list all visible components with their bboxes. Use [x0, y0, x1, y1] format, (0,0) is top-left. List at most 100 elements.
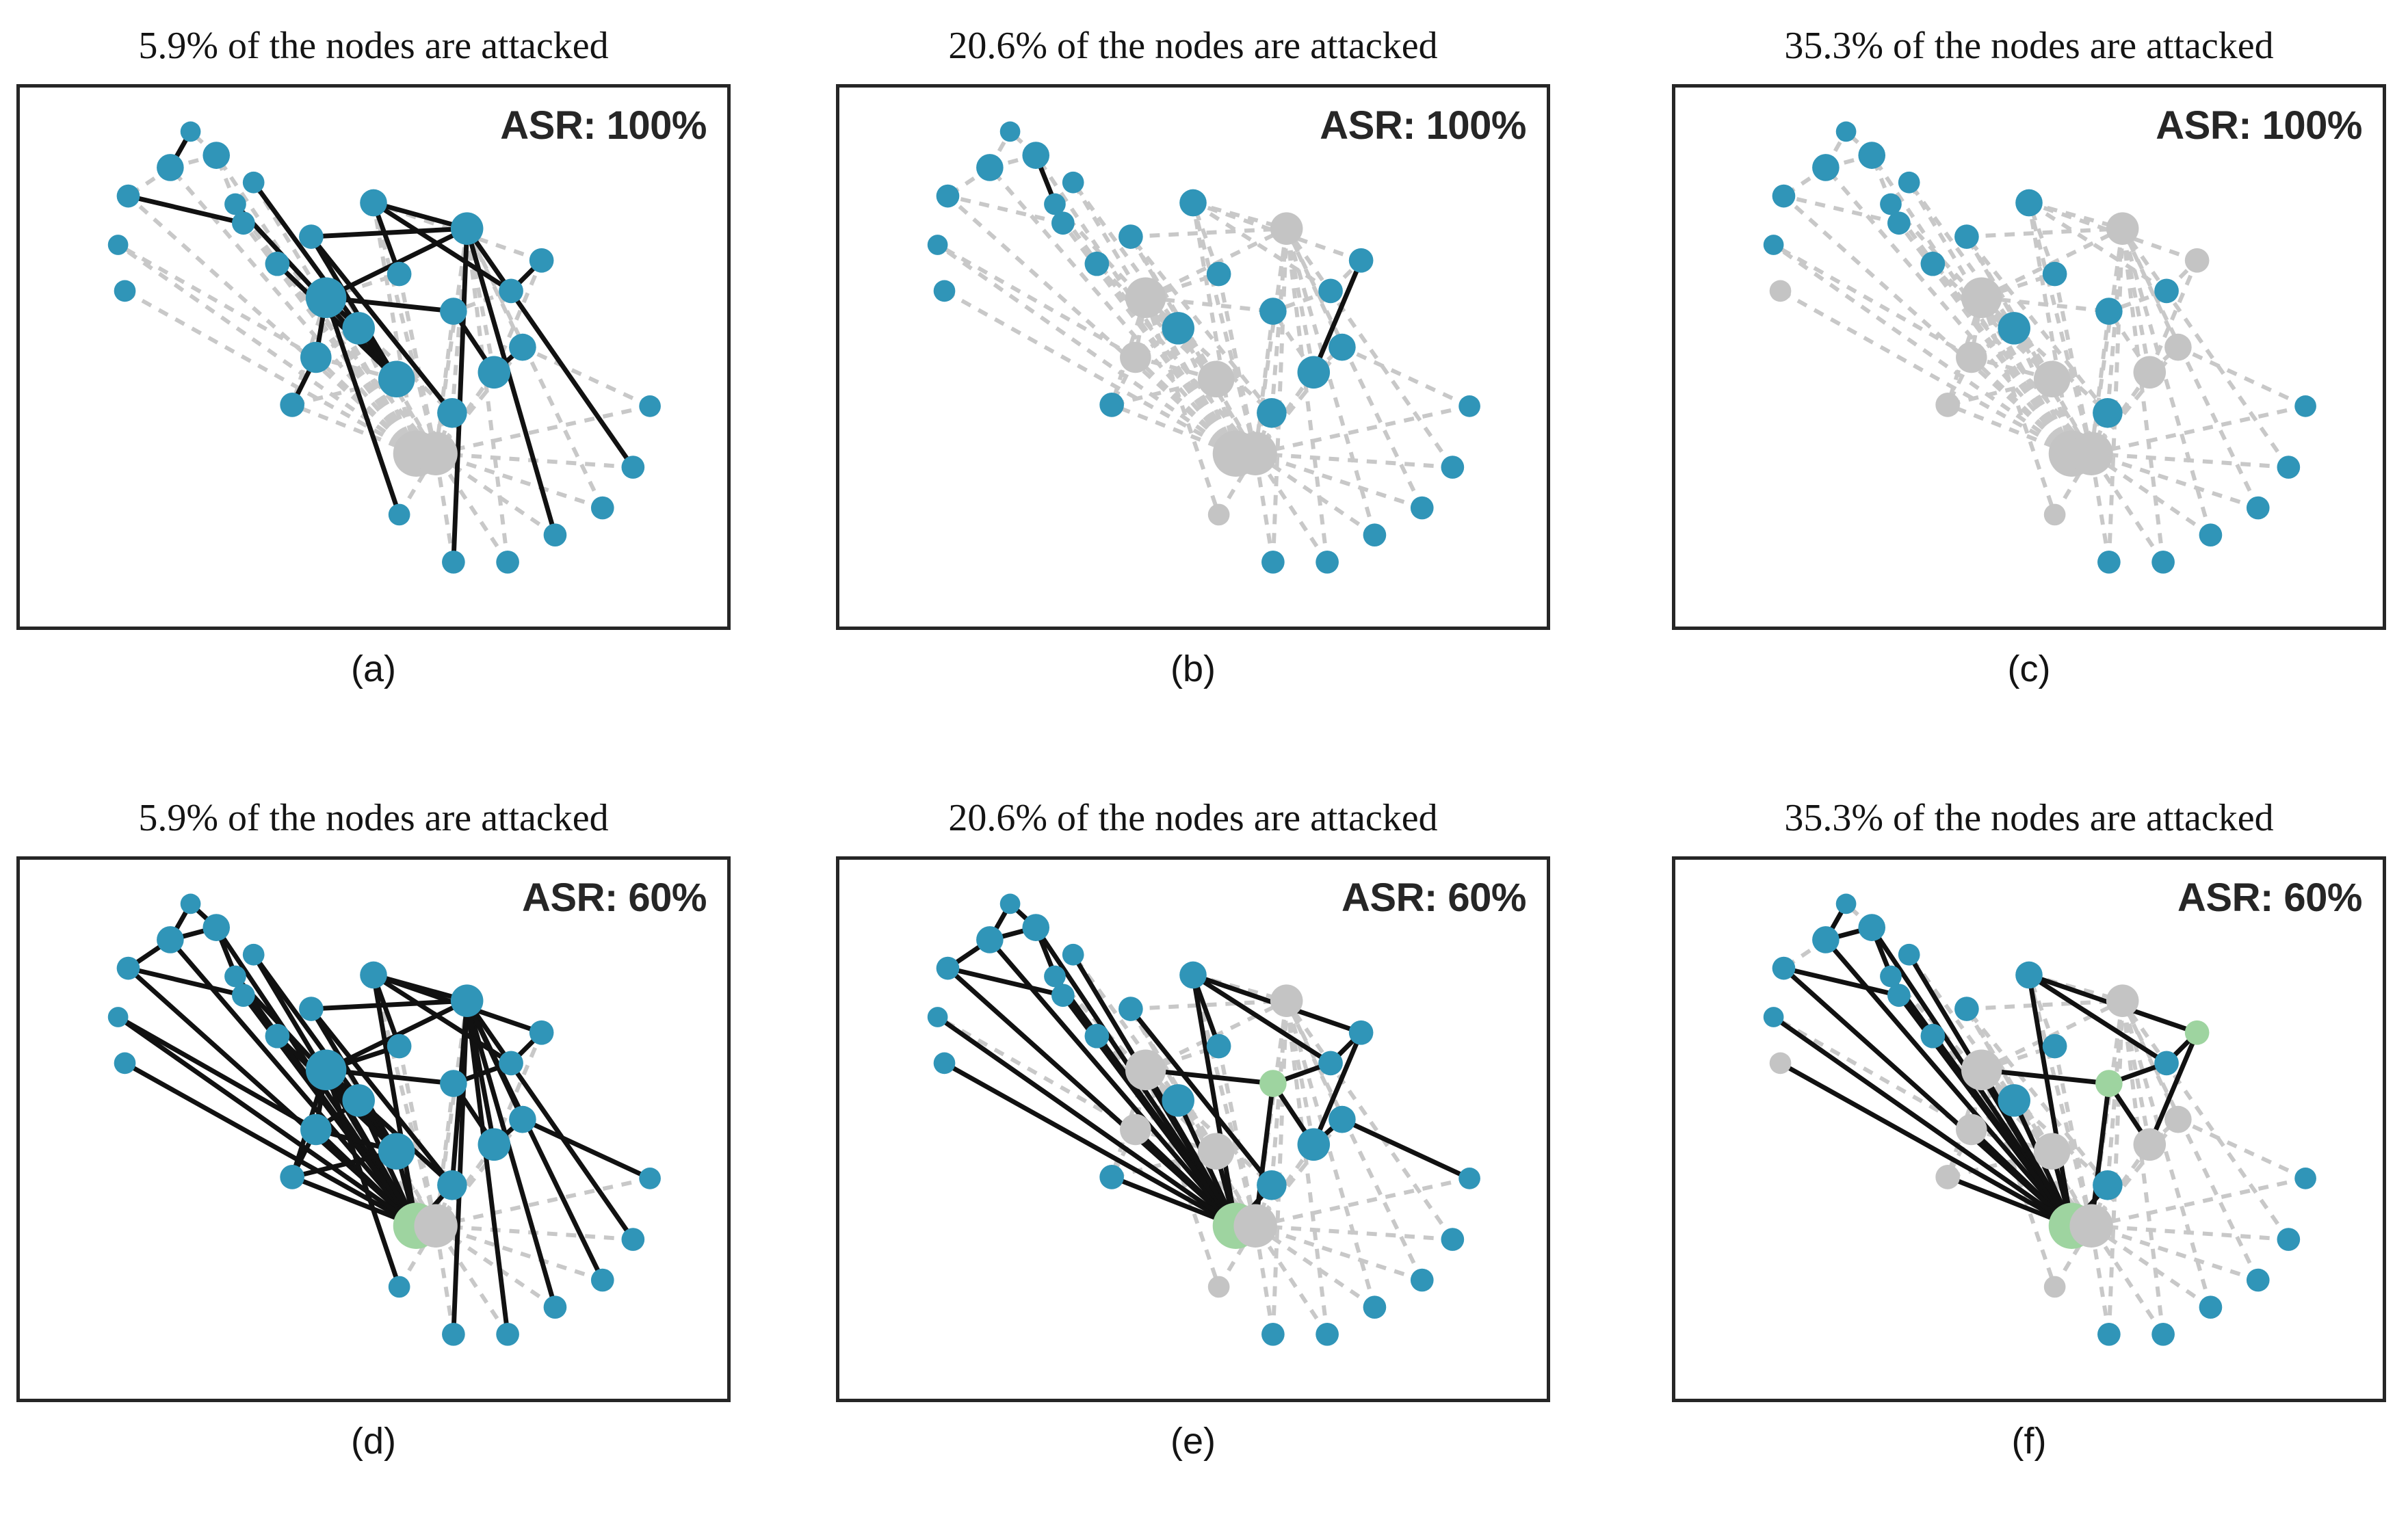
node-normal[interactable] — [2093, 397, 2123, 428]
node-normal[interactable] — [529, 1020, 554, 1045]
node-normal[interactable] — [1118, 997, 1143, 1021]
node-normal[interactable] — [477, 356, 511, 389]
node-normal[interactable] — [1858, 142, 1886, 169]
node-normal[interactable] — [927, 235, 948, 255]
node-normal[interactable] — [1835, 893, 1857, 914]
node-normal[interactable] — [1051, 984, 1075, 1007]
node-normal[interactable] — [114, 1052, 136, 1075]
node-normal[interactable] — [1458, 395, 1480, 417]
node-normal[interactable] — [477, 1128, 511, 1161]
node-normal[interactable] — [107, 235, 129, 255]
node-attacked[interactable] — [1125, 1049, 1166, 1091]
node-normal[interactable] — [202, 914, 231, 941]
node-normal[interactable] — [305, 277, 347, 319]
node-attacked[interactable] — [2069, 1204, 2113, 1248]
node-normal[interactable] — [440, 298, 467, 325]
node-normal[interactable] — [280, 393, 304, 417]
node-normal[interactable] — [496, 550, 519, 574]
node-normal[interactable] — [1998, 312, 2030, 345]
node-normal[interactable] — [1044, 193, 1066, 215]
node-normal[interactable] — [543, 1295, 567, 1319]
node-normal[interactable] — [388, 503, 410, 526]
node-normal[interactable] — [1316, 1322, 1339, 1346]
node-normal[interactable] — [378, 360, 415, 397]
node-normal[interactable] — [450, 212, 484, 245]
node-attacked[interactable] — [1197, 1133, 1235, 1170]
node-normal[interactable] — [499, 278, 523, 304]
node-normal[interactable] — [496, 1322, 519, 1346]
node-normal[interactable] — [180, 121, 201, 142]
node-attacked[interactable] — [1270, 212, 1303, 245]
node-attacked[interactable] — [1956, 1114, 1987, 1146]
node-normal[interactable] — [1348, 1020, 1374, 1045]
node-normal[interactable] — [621, 456, 645, 479]
node-normal[interactable] — [976, 926, 1004, 953]
node-normal[interactable] — [1162, 1084, 1194, 1117]
node-normal[interactable] — [1880, 193, 1902, 215]
node-normal[interactable] — [1329, 333, 1356, 361]
node-normal[interactable] — [933, 280, 956, 302]
node-normal[interactable] — [305, 1049, 347, 1091]
node-normal[interactable] — [2199, 1295, 2223, 1319]
node-normal[interactable] — [1261, 550, 1285, 574]
node-attacked[interactable] — [1120, 341, 1151, 373]
node-normal[interactable] — [1318, 278, 1343, 304]
node-target[interactable] — [2095, 1070, 2123, 1097]
node-attacked[interactable] — [1935, 1165, 1960, 1189]
node-normal[interactable] — [1920, 251, 1946, 276]
node-normal[interactable] — [224, 193, 246, 215]
node-attacked[interactable] — [2043, 1276, 2066, 1298]
node-normal[interactable] — [299, 224, 324, 249]
node-normal[interactable] — [2151, 1322, 2175, 1346]
node-attacked[interactable] — [1197, 360, 1235, 397]
node-normal[interactable] — [1118, 224, 1143, 249]
node-normal[interactable] — [300, 1114, 332, 1146]
node-attacked[interactable] — [2069, 432, 2113, 475]
node-normal[interactable] — [1441, 1228, 1465, 1251]
node-normal[interactable] — [1772, 956, 1796, 980]
node-normal[interactable] — [280, 1165, 304, 1189]
node-attacked[interactable] — [1935, 393, 1960, 417]
node-normal[interactable] — [2277, 456, 2301, 479]
node-normal[interactable] — [590, 1268, 614, 1292]
node-normal[interactable] — [2015, 189, 2043, 217]
node-normal[interactable] — [2095, 298, 2123, 325]
node-normal[interactable] — [437, 397, 467, 428]
node-normal[interactable] — [1954, 997, 1979, 1021]
node-normal[interactable] — [299, 997, 324, 1021]
node-normal[interactable] — [1099, 393, 1124, 417]
node-attacked[interactable] — [1207, 503, 1230, 526]
node-normal[interactable] — [360, 189, 387, 217]
node-normal[interactable] — [1441, 456, 1465, 479]
node-normal[interactable] — [590, 496, 614, 520]
node-normal[interactable] — [388, 1276, 410, 1298]
node-normal[interactable] — [450, 984, 484, 1017]
node-normal[interactable] — [2199, 523, 2223, 547]
node-normal[interactable] — [529, 248, 554, 273]
node-normal[interactable] — [2246, 1268, 2270, 1292]
node-normal[interactable] — [387, 1033, 412, 1059]
node-normal[interactable] — [1099, 1165, 1124, 1189]
node-normal[interactable] — [1410, 1268, 1434, 1292]
node-normal[interactable] — [1084, 1023, 1110, 1049]
node-normal[interactable] — [1162, 312, 1194, 345]
node-normal[interactable] — [2294, 395, 2316, 417]
node-normal[interactable] — [936, 956, 960, 980]
node-normal[interactable] — [442, 1322, 465, 1346]
node-attacked[interactable] — [2106, 212, 2139, 245]
node-normal[interactable] — [157, 154, 184, 181]
node-normal[interactable] — [1062, 171, 1084, 194]
node-normal[interactable] — [1363, 1295, 1387, 1319]
node-normal[interactable] — [999, 893, 1021, 914]
node-normal[interactable] — [933, 1052, 956, 1075]
node-normal[interactable] — [1206, 1033, 1231, 1059]
node-normal[interactable] — [387, 261, 412, 287]
node-normal[interactable] — [1297, 356, 1331, 389]
node-normal[interactable] — [1880, 965, 1902, 988]
node-normal[interactable] — [180, 893, 201, 914]
node-attacked[interactable] — [1207, 1276, 1230, 1298]
node-normal[interactable] — [621, 1228, 645, 1251]
node-normal[interactable] — [1763, 1007, 1784, 1027]
node-normal[interactable] — [2277, 1228, 2301, 1251]
node-normal[interactable] — [2042, 1033, 2067, 1059]
